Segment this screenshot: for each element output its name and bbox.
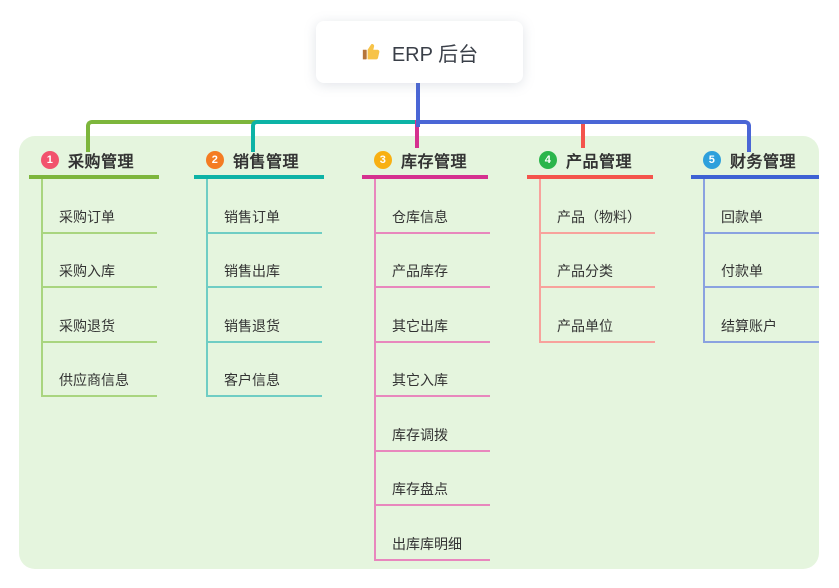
- child-node[interactable]: 其它入库: [376, 370, 490, 397]
- child-node[interactable]: 出库库明细: [376, 534, 490, 561]
- branch-label: 销售管理: [233, 154, 300, 171]
- child-node[interactable]: 销售出库: [208, 261, 322, 288]
- branch-node[interactable]: 5 财务管理: [691, 148, 819, 179]
- child-node[interactable]: 产品单位: [541, 316, 655, 343]
- connector-finance: [417, 120, 751, 152]
- child-node[interactable]: 销售退货: [208, 316, 322, 343]
- branch-children: 销售订单 销售出库 销售退货 客户信息: [206, 179, 324, 397]
- child-node[interactable]: 产品（物料）: [541, 207, 655, 234]
- map-background-panel: [19, 136, 819, 569]
- root-node[interactable]: ERP 后台: [316, 21, 523, 83]
- child-node[interactable]: 其它出库: [376, 316, 490, 343]
- child-node[interactable]: 采购入库: [43, 261, 157, 288]
- child-node[interactable]: 采购订单: [43, 207, 157, 234]
- branch-inventory: 3 库存管理 仓库信息 产品库存 其它出库 其它入库 库存调拨 库存盘点 出库库…: [362, 148, 490, 561]
- connector-purchase: [86, 120, 259, 152]
- child-node[interactable]: 供应商信息: [43, 370, 157, 397]
- branch-number-badge: 1: [41, 151, 59, 169]
- branch-children: 回款单 付款单 结算账户: [703, 179, 819, 343]
- branch-number-badge: 4: [539, 151, 557, 169]
- connector-sales: [251, 120, 423, 152]
- root-title: ERP 后台: [391, 43, 479, 66]
- connector-root-drop: [416, 83, 420, 127]
- branch-label: 产品管理: [566, 154, 633, 171]
- branch-label: 库存管理: [401, 154, 468, 171]
- branch-children: 产品（物料） 产品分类 产品单位: [539, 179, 655, 343]
- connector-product: [581, 120, 585, 148]
- branch-children: 仓库信息 产品库存 其它出库 其它入库 库存调拨 库存盘点 出库库明细: [374, 179, 490, 561]
- child-node[interactable]: 销售订单: [208, 207, 322, 234]
- branch-node[interactable]: 1 采购管理: [29, 148, 159, 179]
- child-node[interactable]: 仓库信息: [376, 207, 490, 234]
- child-node[interactable]: 结算账户: [705, 316, 819, 343]
- branch-sales: 2 销售管理 销售订单 销售出库 销售退货 客户信息: [194, 148, 324, 397]
- child-node[interactable]: 付款单: [705, 261, 819, 288]
- branch-label: 采购管理: [68, 154, 135, 171]
- branch-purchase: 1 采购管理 采购订单 采购入库 采购退货 供应商信息: [29, 148, 159, 397]
- branch-node[interactable]: 4 产品管理: [527, 148, 653, 179]
- thumbs-up-icon: [362, 44, 380, 60]
- branch-number-badge: 3: [374, 151, 392, 169]
- child-node[interactable]: 采购退货: [43, 316, 157, 343]
- child-node[interactable]: 库存调拨: [376, 425, 490, 452]
- branch-node[interactable]: 3 库存管理: [362, 148, 488, 179]
- child-node[interactable]: 回款单: [705, 207, 819, 234]
- branch-number-badge: 2: [206, 151, 224, 169]
- child-node[interactable]: 产品分类: [541, 261, 655, 288]
- branch-label: 财务管理: [730, 154, 797, 171]
- child-node[interactable]: 客户信息: [208, 370, 322, 397]
- branch-finance: 5 财务管理 回款单 付款单 结算账户: [691, 148, 819, 343]
- child-node[interactable]: 库存盘点: [376, 479, 490, 506]
- child-node[interactable]: 产品库存: [376, 261, 490, 288]
- branch-number-badge: 5: [703, 151, 721, 169]
- branch-node[interactable]: 2 销售管理: [194, 148, 324, 179]
- branch-product: 4 产品管理 产品（物料） 产品分类 产品单位: [527, 148, 655, 343]
- branch-children: 采购订单 采购入库 采购退货 供应商信息: [41, 179, 159, 397]
- connector-inventory: [415, 120, 419, 148]
